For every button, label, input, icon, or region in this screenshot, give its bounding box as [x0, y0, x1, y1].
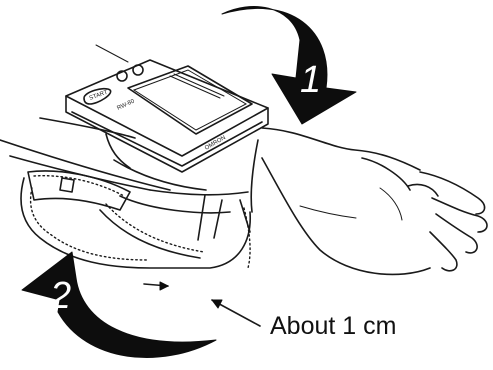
model-label: RW-80	[116, 98, 136, 112]
step-2-number: 2	[49, 275, 71, 317]
step-1-number: 1	[300, 59, 321, 101]
cuff-wrap	[21, 171, 250, 268]
monitor-device: START RW-80 OMRON	[66, 45, 268, 190]
memory-button-2	[133, 65, 143, 75]
forearm	[0, 118, 170, 190]
distance-callout: About 1 cm	[144, 282, 396, 340]
distance-callout-label: About 1 cm	[270, 312, 396, 340]
hand	[251, 128, 487, 274]
